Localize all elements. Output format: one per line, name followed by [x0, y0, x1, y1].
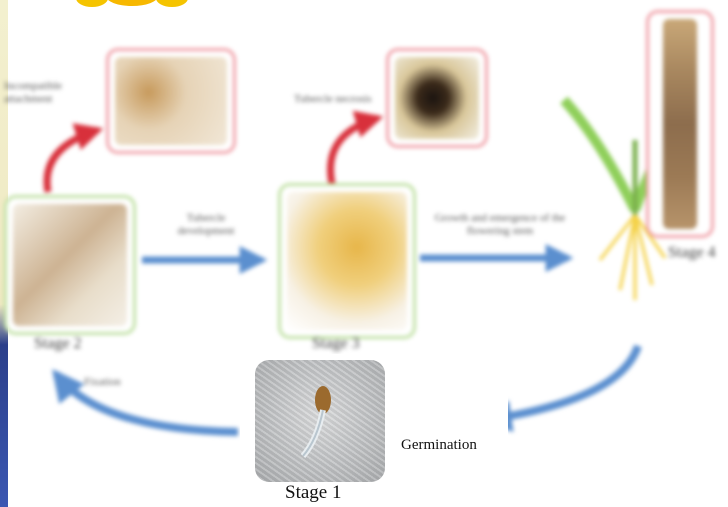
arrow-stage3-to-necrosis	[330, 118, 378, 184]
stage1-label: Stage 1	[285, 482, 341, 504]
seedling-illustration	[255, 360, 385, 482]
growth-emergence-label: Growth and emergence of the flowering st…	[420, 212, 580, 238]
germination-label: Germination	[401, 437, 477, 454]
stage1-seed-photo	[255, 360, 385, 482]
stage4-label: Stage 4	[668, 244, 716, 262]
arrow-stage4-to-stage1	[486, 346, 638, 420]
stage1-card: Germination Stage 1	[240, 354, 508, 507]
incompatible-photo	[115, 57, 227, 145]
stage2-image-box	[4, 195, 136, 335]
tubercle-development-label: Tubercle development	[166, 212, 246, 238]
necrosis-image-box	[386, 48, 488, 148]
stage4-image-box	[646, 10, 714, 238]
incompatible-label: Incompatible attachment	[4, 80, 100, 106]
necrosis-photo	[395, 57, 479, 139]
stage3-label: Stage 3	[312, 335, 360, 353]
tubercle-necrosis-label: Tubercle necrosis	[294, 93, 374, 106]
stage4-photo	[663, 19, 697, 229]
stage2-label: Stage 2	[34, 335, 82, 353]
arrow-stage2-to-incompatible	[47, 130, 98, 192]
incompatible-image-box	[106, 48, 236, 154]
fixation-label: Fixation	[84, 376, 121, 389]
stage3-image-box	[278, 183, 416, 339]
stage2-photo	[13, 204, 127, 326]
stage3-photo	[287, 192, 407, 330]
